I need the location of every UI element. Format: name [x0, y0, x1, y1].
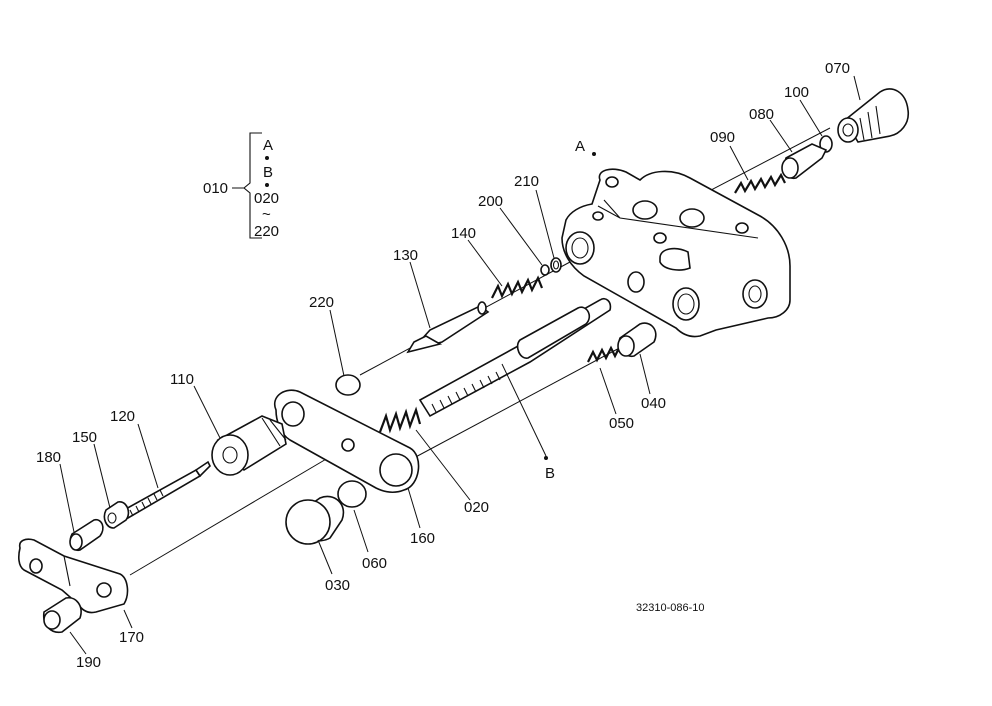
assembly-include-a: A: [263, 137, 273, 154]
callout-110: 110: [170, 371, 194, 388]
assembly-include-220: 220: [254, 223, 279, 240]
callout-160: 160: [410, 530, 435, 547]
part-110-valve-body: [211, 415, 287, 476]
part-140-spring: [491, 275, 544, 299]
part-040-plug: [617, 322, 657, 358]
callout-170: 170: [119, 629, 144, 646]
part-030-plug: [285, 495, 345, 545]
callout-060: 060: [362, 555, 387, 572]
part-180-cap-nut: [69, 518, 104, 552]
valve-body: [561, 168, 791, 338]
callout-120: 120: [110, 408, 135, 425]
callout-100: 100: [784, 84, 809, 101]
reference-point-a: A: [575, 138, 585, 155]
drawing-code: 32310-086-10: [636, 602, 705, 614]
part-130-pilot-poppet: [406, 301, 490, 354]
callout-030: 030: [325, 577, 350, 594]
callout-050: 050: [609, 415, 634, 432]
part-060-o-ring: [337, 480, 367, 508]
part-210-ring: [550, 257, 562, 273]
part-220-o-ring: [335, 374, 361, 396]
callout-180: 180: [36, 449, 61, 466]
part-200-ball: [540, 264, 550, 276]
assembly-include-b: B: [263, 164, 273, 181]
assembly-include-020: 020: [254, 190, 279, 207]
callout-leader-lines: [59, 75, 861, 655]
part-020-spring: [378, 406, 422, 434]
assembly-label-010: 010: [203, 180, 228, 197]
callout-130: 130: [393, 247, 418, 264]
part-120-adjusting-screw: [122, 460, 211, 520]
part-150-lock-nut: [103, 501, 130, 529]
callout-200: 200: [478, 193, 503, 210]
reference-point-b: B: [545, 465, 555, 482]
part-020-spool: [418, 297, 612, 418]
callout-090: 090: [710, 129, 735, 146]
part-160-cover-plate: [273, 389, 420, 493]
part-070-plug: [837, 88, 910, 143]
assembly-bracket: [232, 132, 269, 239]
part-080-poppet: [781, 143, 828, 180]
callout-140: 140: [451, 225, 476, 242]
callout-020: 020: [464, 499, 489, 516]
callout-150: 150: [72, 429, 97, 446]
part-170-bracket: [18, 538, 129, 614]
callout-070: 070: [825, 60, 850, 77]
callout-220: 220: [309, 294, 334, 311]
callout-040: 040: [641, 395, 666, 412]
part-190-nut: [42, 596, 82, 634]
callout-190: 190: [76, 654, 101, 671]
assembly-include-tilde: ~: [262, 206, 271, 223]
callout-080: 080: [749, 106, 774, 123]
callout-210: 210: [514, 173, 539, 190]
part-090-spring: [734, 172, 786, 194]
